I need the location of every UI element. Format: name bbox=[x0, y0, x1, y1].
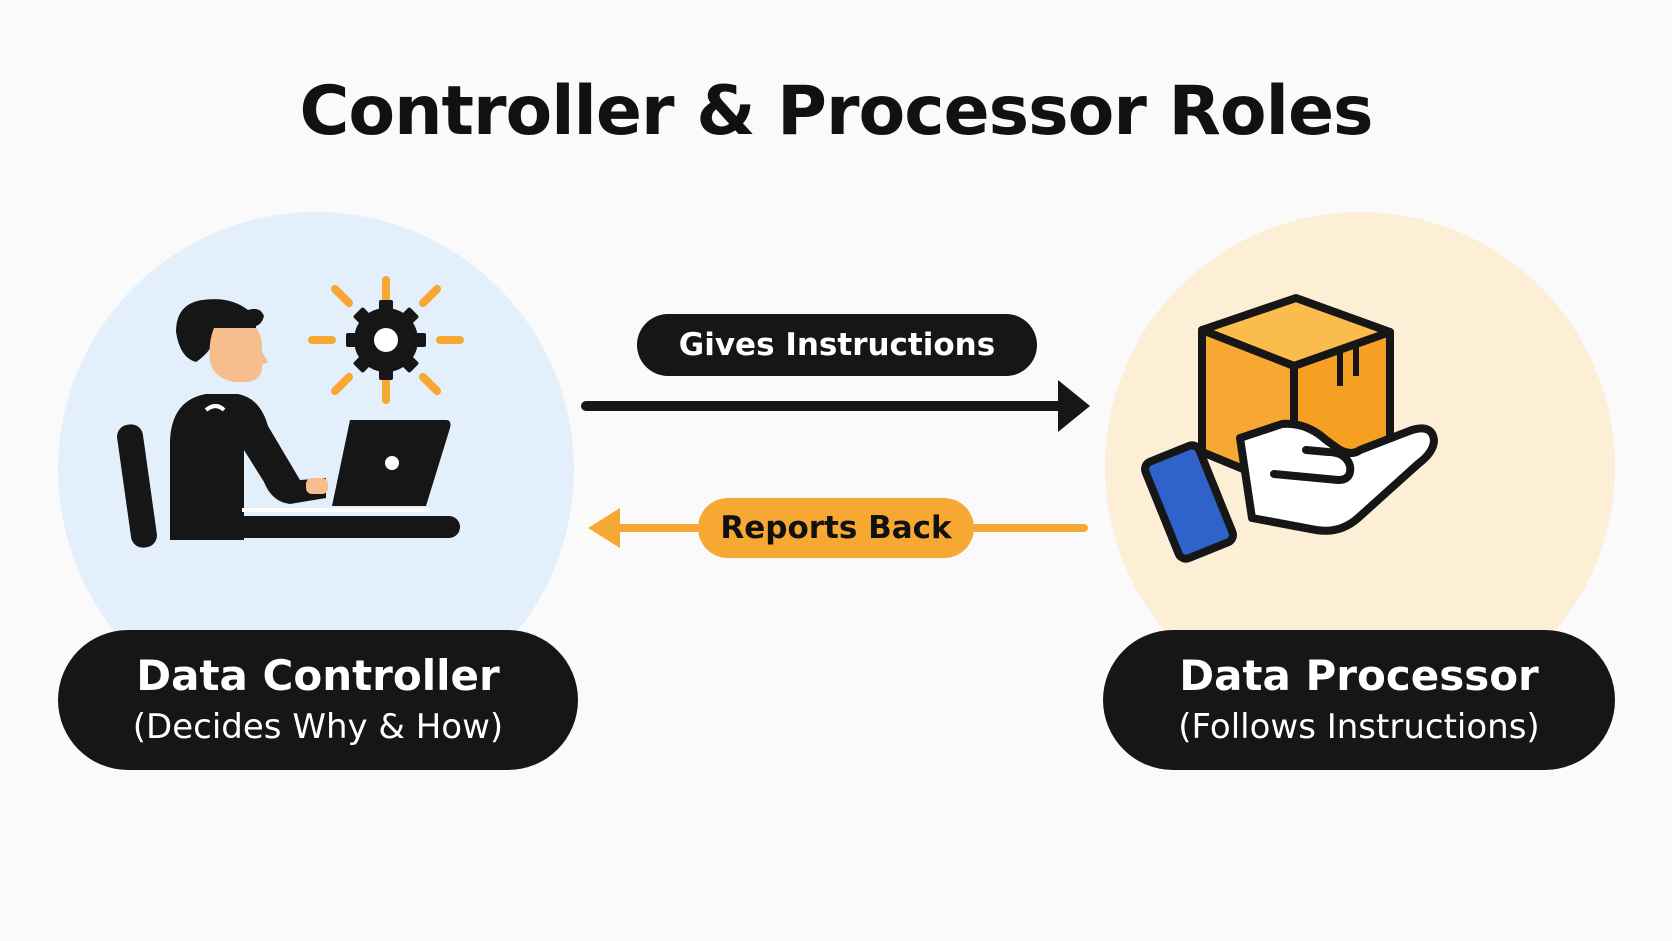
hand-holding-box-icon bbox=[1141, 294, 1438, 563]
reports-back-label: Reports Back bbox=[698, 498, 974, 558]
page-title: Controller & Processor Roles bbox=[299, 72, 1373, 151]
phone-icon bbox=[1141, 441, 1237, 563]
person-at-laptop-icon bbox=[117, 276, 464, 548]
controller-description: (Decides Why & How) bbox=[132, 707, 504, 747]
processor-description: (Follows Instructions) bbox=[1178, 707, 1540, 747]
gives-instructions-label: Gives Instructions bbox=[637, 314, 1037, 376]
processor-label: Data Processor (Follows Instructions) bbox=[1103, 630, 1615, 770]
instruction-arrow bbox=[581, 380, 1090, 432]
controller-name: Data Controller bbox=[136, 651, 500, 700]
gear-icon bbox=[308, 276, 464, 404]
processor-name: Data Processor bbox=[1179, 651, 1539, 700]
controller-label: Data Controller (Decides Why & How) bbox=[58, 630, 578, 770]
